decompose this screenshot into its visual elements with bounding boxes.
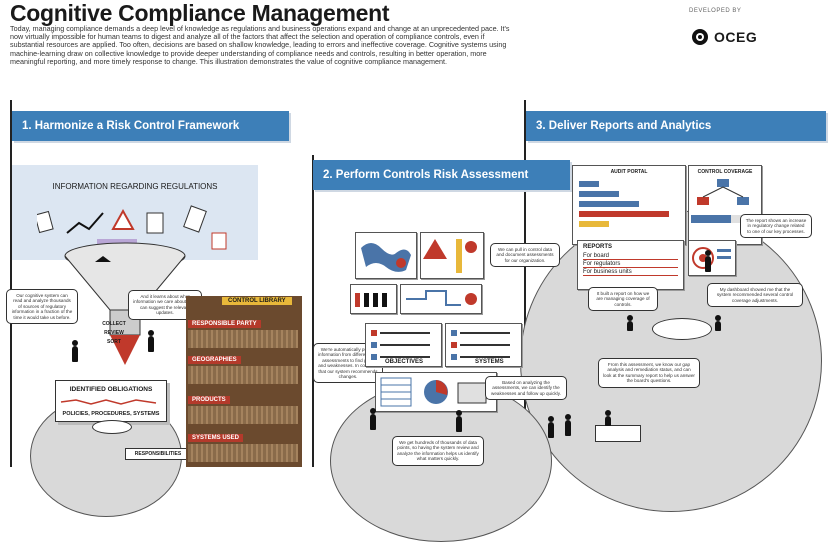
shelf-systems-used: SYSTEMS USED (188, 434, 244, 442)
funnel-step-review: REVIEW (104, 330, 124, 336)
books-row (188, 366, 298, 384)
books-row (188, 444, 298, 462)
analysis-chart-icon (380, 377, 487, 407)
desk (595, 425, 641, 442)
section-3-label: 3. Deliver Reports and Analytics (536, 120, 712, 132)
reports-panel: REPORTS For board For regulators For bus… (577, 240, 684, 290)
warning-icon (423, 239, 477, 273)
responsibilities-box: RESPONSIBILITIES (125, 448, 191, 460)
callout-coverage-report: It built a report on how we are managing… (588, 287, 658, 312)
label-systems: SYSTEMS (475, 359, 504, 365)
person-icon (565, 414, 571, 436)
obligations-title: IDENTIFIED OBLIGATIONS (69, 386, 153, 393)
person-icon (72, 340, 78, 362)
callout-dashboard: My dashboard showed me that the system r… (707, 283, 803, 308)
person-icon (456, 410, 462, 432)
person-icon (705, 250, 711, 272)
person-icon (715, 315, 721, 331)
oceg-logo-icon (692, 29, 708, 45)
process-flow-icon (406, 290, 477, 306)
people-icon (355, 293, 387, 307)
checklist-icon (451, 330, 510, 360)
regulations-info-box: INFORMATION REGARDING REGULATIONS (12, 165, 258, 260)
world-map-panel (355, 232, 417, 279)
section-3-banner: 3. Deliver Reports and Analytics (526, 111, 826, 141)
callout-regulatory-change: The report shows an increase in regulato… (740, 214, 812, 239)
shelf-products: PRODUCTS (188, 396, 230, 404)
person-icon (627, 315, 633, 331)
label-objectives: OBJECTIVES (385, 359, 424, 365)
org-chart-icon (691, 179, 755, 223)
audit-portal-panel: AUDIT PORTAL (572, 165, 686, 245)
oceg-logo-text: OCEG (714, 29, 758, 45)
shelf-responsible-party: RESPONSIBLE PARTY (188, 320, 261, 328)
shelf-geographies: GEOGRAPHIES (188, 356, 241, 364)
analysis-dashboard-panel (375, 372, 497, 412)
developed-by-label: DEVELOPED BY (689, 8, 742, 14)
oceg-logo[interactable]: OCEG (691, 28, 757, 46)
people-chart-panel (350, 284, 397, 314)
control-library-shelf: CONTROL LIBRARY RESPONSIBLE PARTY GEOGRA… (186, 296, 302, 467)
section-1-label: 1. Harmonize a Risk Control Framework (22, 120, 240, 132)
meeting-table (652, 318, 712, 340)
checklist-panel (445, 323, 522, 367)
callout-board-questions: From this assessment, we know our gap an… (598, 358, 700, 388)
audit-portal-chart-icon (579, 181, 669, 227)
control-coverage-title: CONTROL COVERAGE (697, 169, 753, 175)
person-icon (605, 410, 611, 426)
funnel-step-sort: SORT (107, 339, 121, 345)
callout-identify-weaknesses: Based on analyzing the assessments, we c… (485, 376, 567, 401)
audit-portal-title: AUDIT PORTAL (610, 169, 648, 175)
funnel-steps: COLLECT REVIEW SORT (98, 320, 130, 347)
meeting-table (92, 420, 132, 434)
risk-alert-panel (420, 232, 484, 279)
report-regulators[interactable]: For regulators (583, 261, 678, 268)
callout-data-points: We get hundreds of thousands of data poi… (392, 436, 484, 466)
report-board[interactable]: For board (583, 253, 678, 260)
funnel-step-collect: COLLECT (102, 321, 126, 327)
target-icon (692, 247, 731, 269)
obligations-subtitle: POLICIES, PROCEDURES, SYSTEMS (62, 411, 160, 417)
process-flow-panel (400, 284, 482, 314)
checklist-panel (365, 323, 442, 367)
reports-title: REPORTS (583, 244, 613, 250)
callout-regulatory-reading: Our cognitive system can read and analyz… (6, 289, 78, 325)
target-panel (688, 240, 736, 276)
intro-paragraph: Today, managing compliance demands a dee… (10, 24, 510, 66)
regulations-info-title: INFORMATION REGARDING REGULATIONS (52, 182, 218, 191)
section-2-banner: 2. Perform Controls Risk Assessment (313, 160, 570, 190)
report-business-units[interactable]: For business units (583, 269, 678, 276)
page-title: Cognitive Compliance Management (10, 0, 390, 26)
books-row (188, 330, 298, 348)
control-library-title: CONTROL LIBRARY (222, 297, 292, 305)
section-1-banner: 1. Harmonize a Risk Control Framework (12, 111, 289, 141)
identified-obligations-box: IDENTIFIED OBLIGATIONS POLICIES, PROCEDU… (55, 380, 167, 422)
person-icon (148, 330, 154, 352)
section-2-label: 2. Perform Controls Risk Assessment (323, 169, 529, 181)
world-map-icon (361, 243, 411, 272)
section-3-line (524, 100, 526, 467)
section-2-line (312, 155, 314, 467)
person-icon (548, 416, 554, 438)
section-1-line (10, 100, 12, 467)
regulation-funnel (64, 242, 186, 365)
callout-pull-control-data: We can pull in control data and document… (490, 243, 560, 268)
obligations-wave-icon (60, 399, 157, 405)
books-row (188, 406, 298, 424)
person-icon (370, 408, 376, 430)
checklist-icon (371, 330, 430, 360)
